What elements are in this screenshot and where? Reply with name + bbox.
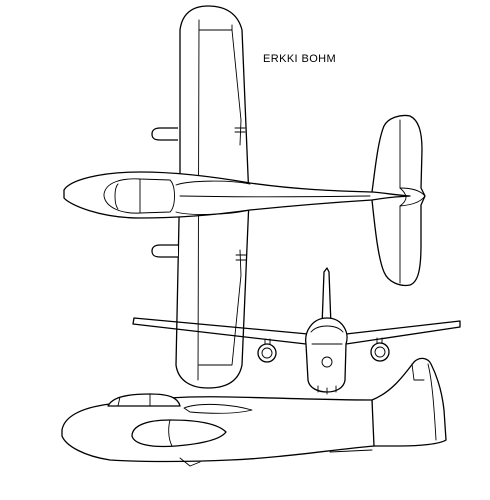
top-view-fuselage [63,171,411,219]
top-view-tailplane [371,114,426,287]
front-view-wing-right [345,320,461,345]
top-view-nacelle-upper [151,127,178,141]
front-view-engine-left [257,338,277,363]
top-view-wing [175,5,250,389]
front-view-fuselage [305,317,348,393]
front-view-fin [321,267,332,327]
top-view-canopy [103,178,175,214]
drawing-credit: ERKKI BOHM [263,53,337,65]
top-view [63,5,426,389]
side-view [61,357,447,467]
top-view-nacelle-lower [151,244,178,258]
side-view-nacelle [131,419,227,448]
side-view-fin [371,357,447,447]
front-view-wing-left [132,317,309,345]
front-view-engine-right [370,337,390,362]
front-view [132,267,461,395]
